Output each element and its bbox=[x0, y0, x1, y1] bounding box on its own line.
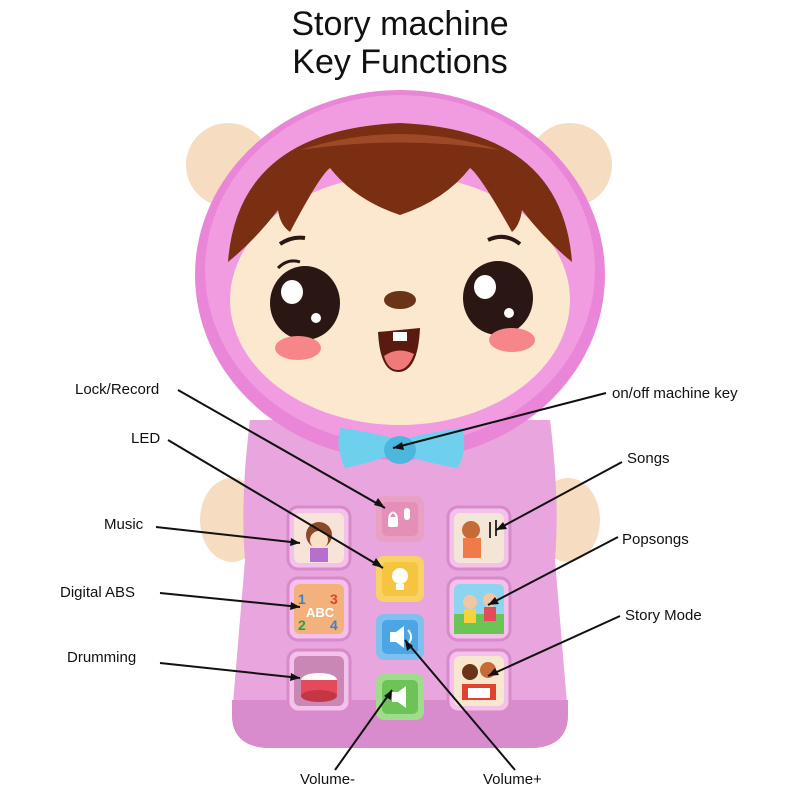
label-songs: Songs bbox=[627, 450, 670, 467]
label-drumming: Drumming bbox=[67, 649, 137, 666]
nose bbox=[384, 291, 416, 309]
label-digital-abs: Digital ABS bbox=[60, 584, 136, 601]
label-led: LED bbox=[131, 430, 161, 447]
title-line-1: Story machine bbox=[291, 5, 509, 43]
label-on-off-machine-key: on/off machine key bbox=[612, 385, 738, 402]
svg-text:3: 3 bbox=[330, 591, 338, 607]
pointer-lines bbox=[155, 389, 623, 771]
label-music: Music bbox=[104, 516, 144, 533]
label-volume-minus: Volume- bbox=[300, 771, 356, 788]
svg-text:4: 4 bbox=[330, 617, 338, 633]
right-cheek bbox=[489, 328, 535, 352]
svg-text:2: 2 bbox=[298, 617, 306, 633]
right-eye bbox=[463, 261, 533, 335]
hair bbox=[228, 123, 572, 262]
left-eye bbox=[270, 266, 340, 340]
label-volume-plus: Volume+ bbox=[483, 771, 542, 788]
label-story-mode: Story Mode bbox=[625, 607, 702, 624]
label-lock-record: Lock/Record bbox=[75, 381, 160, 398]
left-cheek bbox=[275, 336, 321, 360]
pointer-arrowheads bbox=[290, 442, 507, 700]
title-line-2: Key Functions bbox=[292, 43, 508, 81]
hair-shine bbox=[300, 134, 500, 150]
label-popsongs: Popsongs bbox=[622, 531, 689, 548]
svg-text:ABC: ABC bbox=[306, 605, 335, 620]
svg-text:1: 1 bbox=[298, 591, 306, 607]
